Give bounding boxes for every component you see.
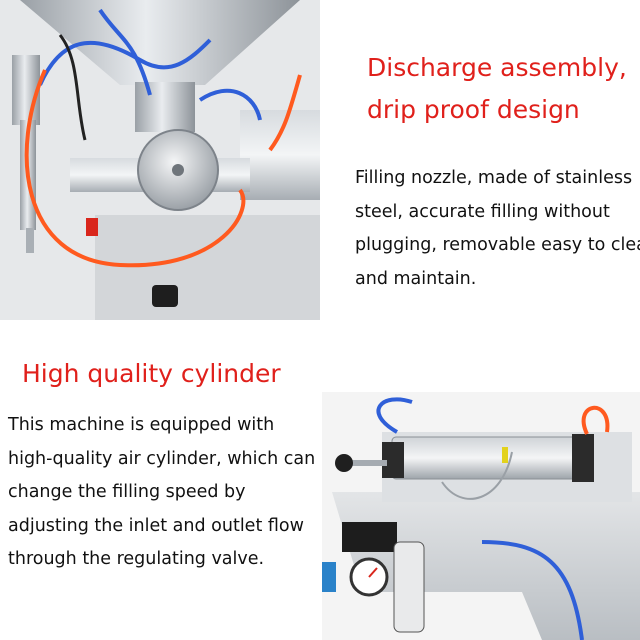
description-line: change the filling speed by xyxy=(8,482,246,502)
description-line: plugging, removable easy to clea xyxy=(355,235,640,255)
headline-line: drip proof design xyxy=(367,95,580,124)
adjust-knob xyxy=(152,285,178,307)
discharge-assembly-photo xyxy=(0,0,320,320)
cylinder-description: This machine is equipped with high-quali… xyxy=(8,409,315,577)
filling-nozzle-description: Filling nozzle, made of stainless steel,… xyxy=(355,162,640,296)
description-line: through the regulating valve. xyxy=(8,549,265,569)
hopper xyxy=(20,0,300,85)
headline-line: Discharge assembly, xyxy=(367,53,627,82)
piston-rod xyxy=(342,460,387,466)
cylinder-end-cap xyxy=(382,442,404,478)
description-line: Filling nozzle, made of stainless xyxy=(355,168,633,188)
description-line: This machine is equipped with xyxy=(8,415,275,435)
air-cylinder-illustration xyxy=(322,392,640,640)
description-line: and maintain. xyxy=(355,268,477,289)
cylinder-end-cap xyxy=(572,434,594,482)
cylinder-headline: High quality cylinder xyxy=(22,359,281,388)
valve-body xyxy=(135,82,195,132)
discharge-assembly-headline: Discharge assembly, drip proof design xyxy=(367,47,627,131)
air-cylinder-photo xyxy=(322,392,640,640)
air-cylinder xyxy=(391,436,583,480)
regulator-block xyxy=(342,522,397,552)
stop-button xyxy=(86,218,98,236)
discharge-assembly-illustration xyxy=(0,0,320,320)
description-line: steel, accurate filling without xyxy=(355,201,610,222)
machine-base xyxy=(95,215,320,320)
machine-table xyxy=(332,492,640,640)
description-line: high-quality air cylinder, which can xyxy=(8,448,316,469)
description-line: adjusting the inlet and outlet flow xyxy=(8,515,304,536)
sensor-tag xyxy=(502,447,508,463)
filter-bowl xyxy=(393,541,425,633)
adjust-handle xyxy=(335,454,353,472)
cylinder-housing xyxy=(240,110,320,200)
valve-fitting xyxy=(322,562,336,592)
